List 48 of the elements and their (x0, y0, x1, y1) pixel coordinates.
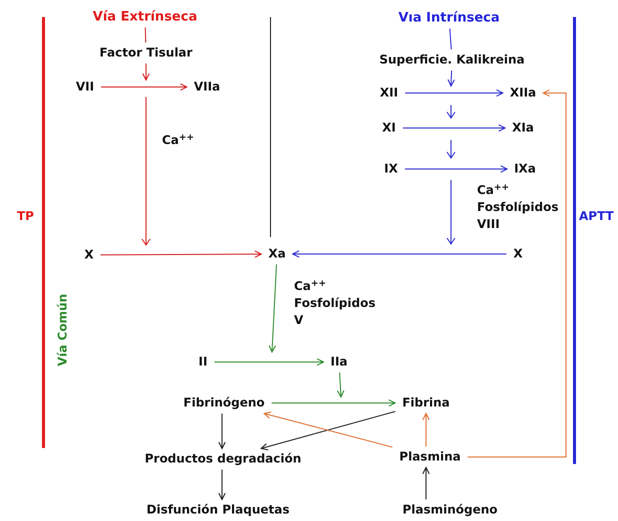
factor-label: IXa (514, 162, 536, 176)
arrow (218, 413, 226, 450)
factor-label: X (513, 246, 523, 260)
factor-label: XII (380, 86, 398, 100)
arrow (422, 412, 430, 447)
test-label: TP (17, 208, 34, 225)
arrow (404, 89, 504, 97)
factor-label: XI (382, 120, 396, 134)
factor-label: X (84, 248, 94, 262)
arrow (100, 250, 262, 258)
pathway-label: Vía Común (54, 294, 70, 366)
factor-label: Fibrina (402, 396, 450, 410)
arrow (142, 63, 150, 81)
factor-label: Plasmina (399, 450, 461, 464)
factor-label: Disfunción Plaquetas (146, 502, 290, 516)
connector-line (449, 28, 452, 50)
factor-label: VIIa (194, 80, 220, 94)
factor-label: XIIa (510, 86, 536, 100)
arrow (467, 89, 566, 458)
cofactor-label: Ca$^{++}$ (162, 132, 194, 149)
pathway-title: Vıa Intrínseca (398, 10, 500, 26)
factor-label: Factor Tisular (100, 46, 192, 60)
arrow (218, 469, 226, 500)
connector-line (144, 27, 146, 43)
pathway-title: Vía Extrínseca (92, 10, 198, 24)
factor-label: Fibrinógeno (183, 396, 265, 410)
arrow (292, 250, 507, 258)
arrow (214, 358, 324, 366)
factor-label: IIa (330, 354, 348, 368)
factor-label: IX (384, 162, 398, 176)
factor-label: Plasminógeno (402, 502, 498, 516)
test-label: APTT (579, 208, 614, 225)
arrow (448, 70, 455, 87)
arrow (402, 124, 506, 132)
arrow (271, 399, 396, 407)
factor-label: Superficie. Kalikreina (379, 52, 525, 66)
arrow (422, 466, 430, 500)
factor-label: Productos degradación (144, 452, 302, 466)
factor-label: VII (76, 80, 94, 94)
cofactor-label: Ca$^{++}$ Fosfolípidos V (294, 278, 376, 329)
arrow (268, 264, 277, 353)
factor-label: II (198, 354, 208, 368)
factor-label: Xa (268, 246, 286, 260)
arrow (100, 83, 188, 91)
arrow (404, 165, 508, 173)
factor-label: XIa (512, 120, 534, 134)
cofactor-label: Ca$^{++}$ Fosfolípidos VIII (477, 182, 560, 233)
arrow (336, 372, 344, 398)
